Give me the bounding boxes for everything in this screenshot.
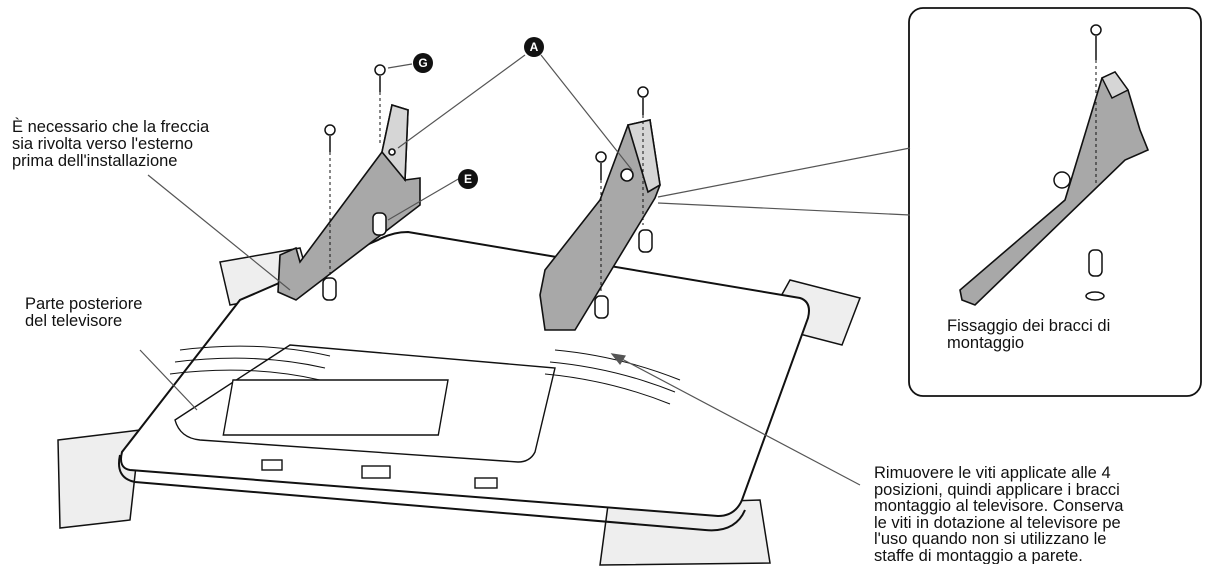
screw-left xyxy=(324,124,336,275)
screw-right-1 xyxy=(637,86,649,225)
callout-e-badge: E xyxy=(458,169,478,189)
detail-screw xyxy=(1085,24,1105,301)
spacer-right-1 xyxy=(638,229,653,253)
tv-back-line-1: Parte posteriore xyxy=(25,295,143,313)
leader-a-left xyxy=(397,54,526,149)
arrow-note-line-1: È necessario che la freccia xyxy=(12,118,210,136)
tv-back-panel-outline xyxy=(120,230,810,518)
tv-connector-panel xyxy=(222,379,449,436)
instructions-text: Rimuovere le viti applicate alle 4 posiz… xyxy=(874,465,1207,564)
arrow-note-line-3: prima dell'installazione xyxy=(12,152,178,170)
leader-g xyxy=(387,63,413,69)
leader-arrow-note xyxy=(147,174,291,291)
tv-back-line-2: del televisore xyxy=(25,312,123,330)
detail-bracket-hole xyxy=(1053,171,1071,189)
leader-tv-back xyxy=(139,349,198,411)
bracket-left xyxy=(277,103,421,301)
detail-spacer xyxy=(1088,249,1103,277)
tv-rear-hump xyxy=(174,344,556,463)
arrow-orientation-note: È necessario che la freccia sia rivolta … xyxy=(12,119,209,170)
detail-caption-line-1: Fissaggio dei bracci di xyxy=(947,317,1111,335)
callout-g-badge: G xyxy=(413,53,433,73)
tv-body xyxy=(118,230,810,532)
leader-lines xyxy=(139,54,911,486)
detail-caption: Fissaggio dei bracci di montaggio xyxy=(947,318,1110,352)
detail-caption-line-2: montaggio xyxy=(947,334,1025,352)
bracket-right xyxy=(539,119,661,331)
detail-mount-hole xyxy=(1085,291,1105,301)
bracket-right-hole xyxy=(620,168,634,182)
arrow-note-line-2: sia rivolta verso l'esterno xyxy=(12,135,194,153)
spacer-left xyxy=(322,277,337,301)
tv-back-label: Parte posteriore del televisore xyxy=(25,296,142,330)
callout-a-badge: A xyxy=(524,37,544,57)
tv-foot-slot-2 xyxy=(361,465,391,479)
screw-g xyxy=(374,64,386,145)
screws xyxy=(322,64,653,319)
leader-detail-bottom xyxy=(657,202,911,216)
instructions-line-3: montaggio al televisore. Conserva xyxy=(874,497,1124,515)
leader-detail-top xyxy=(657,147,911,198)
screw-right-2 xyxy=(595,151,607,292)
instructions-line-5: l'uso quando non si utilizzano le xyxy=(874,530,1107,548)
detail-inset xyxy=(908,7,1202,397)
instructions-line-4: le viti in dotazione al televisore pe xyxy=(874,513,1121,532)
bracket-left-top xyxy=(381,103,409,183)
instructions-line-6: staffe di montaggio a parete. xyxy=(874,546,1083,564)
bracket-left-hole xyxy=(388,148,396,156)
instructions-line-2: posizioni, quindi applicare i bracci xyxy=(874,480,1120,499)
spacer-right-2 xyxy=(594,295,609,319)
detail-bracket-top xyxy=(1101,71,1130,99)
leader-instructions xyxy=(619,357,861,486)
leader-instructions-arrowhead xyxy=(610,353,626,366)
tv-foot-slot-3 xyxy=(474,477,498,489)
leader-e xyxy=(387,177,461,221)
tv-foot-slot-1 xyxy=(261,459,283,471)
tv-rear-rim xyxy=(118,454,746,532)
instructions-line-1: Rimuovere le viti applicate alle 4 xyxy=(874,465,1111,482)
support-block-bottom-left xyxy=(57,429,141,529)
spacer-e xyxy=(372,212,387,236)
leader-a-right xyxy=(540,54,633,171)
